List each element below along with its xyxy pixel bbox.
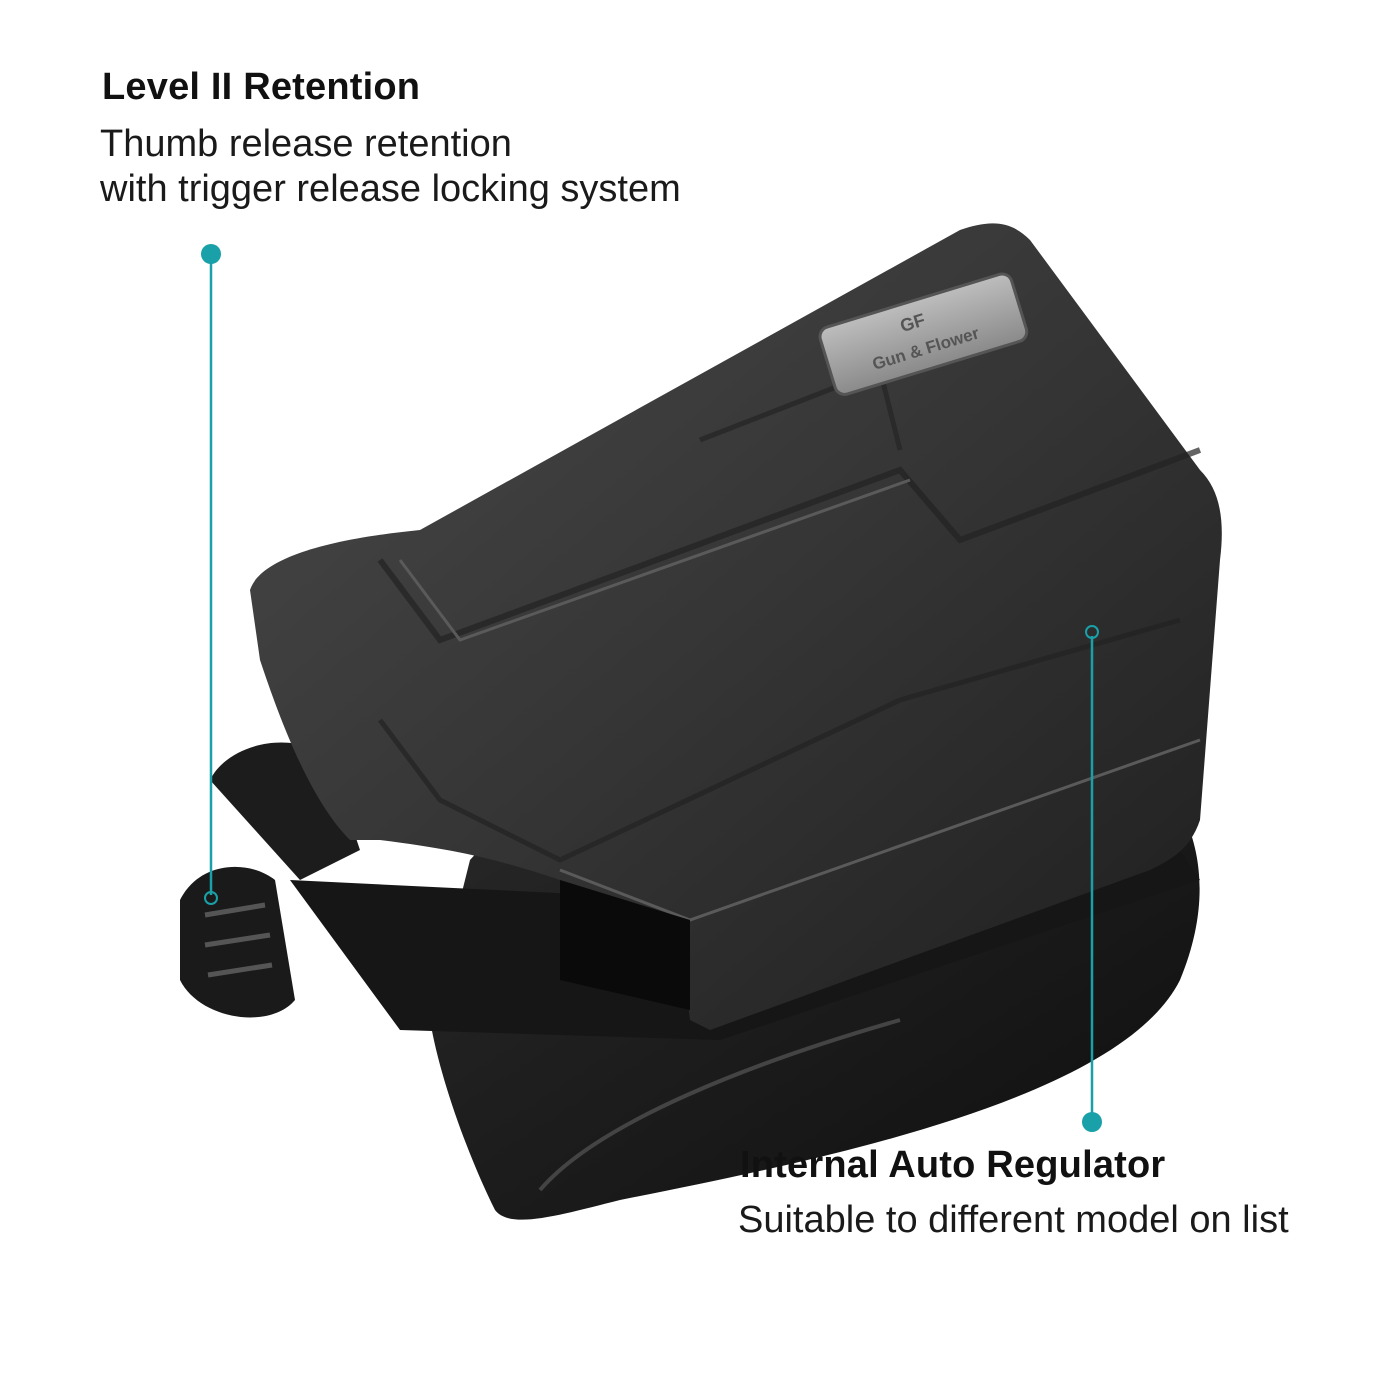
brand-logo: GF Gun & Flower: [818, 272, 1029, 396]
description-line: Suitable to different model on list: [738, 1199, 1289, 1241]
callout-description-retention: Thumb release retention with trigger rel…: [100, 122, 681, 212]
callout-title-regulator: Internal Auto Regulator: [740, 1144, 1166, 1186]
callout-title-retention: Level II Retention: [102, 66, 421, 108]
callout-pointer-retention: [201, 244, 221, 905]
description-line: Thumb release retention: [100, 123, 512, 165]
callout-description-regulator: Suitable to different model on list: [738, 1198, 1289, 1243]
callout-pointer-regulator: [1082, 625, 1102, 1132]
description-line: with trigger release locking system: [100, 168, 681, 210]
